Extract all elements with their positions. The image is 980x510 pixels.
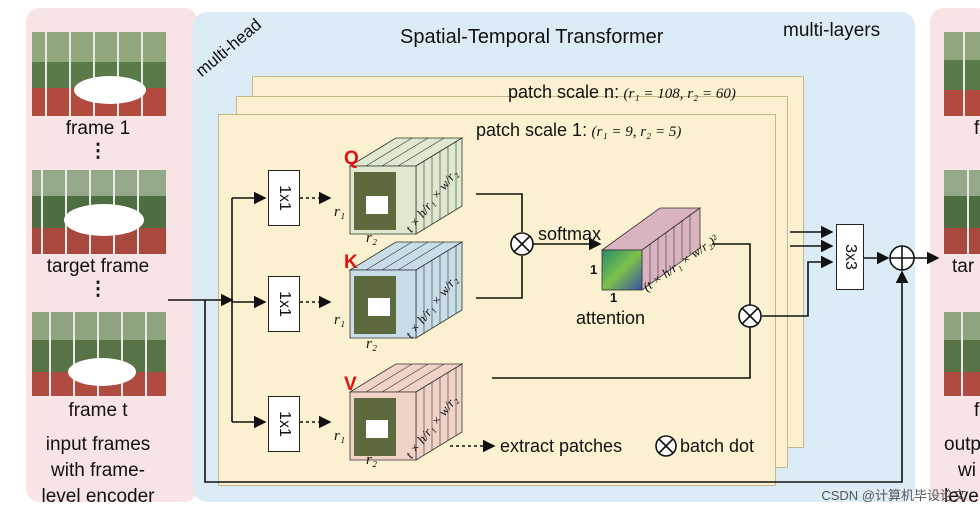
conv-1x1-k: 1x1 <box>268 276 300 332</box>
v-r2-label: r₂ <box>366 452 378 468</box>
input-caption: input frames with frame- level encoder <box>30 432 166 510</box>
conv-1x1-v: 1x1 <box>268 396 300 452</box>
conv-1x1-q-label: 1x1 <box>276 185 293 211</box>
output-caption-line-1: outp <box>944 434 980 455</box>
q-patch-stack <box>348 137 464 235</box>
output-frame-1-label: f <box>974 118 980 139</box>
residual-skip-line <box>204 270 909 483</box>
input-caption-line-3: level encoder <box>41 486 155 507</box>
output-frame-t-label: f <box>974 400 980 421</box>
frame-t-image <box>32 312 166 396</box>
dot-to-conv3-arrow <box>762 255 834 317</box>
patch-scale-n-params: (r₁ = 108, r₂ = 60) <box>623 86 736 102</box>
patch-scale-1-card <box>218 114 776 486</box>
k-r2-label: r₂ <box>366 336 378 352</box>
k-r1-label: r₁ <box>334 312 346 328</box>
attention-stack <box>600 207 702 291</box>
conv-1x1-v-label: 1x1 <box>276 411 293 437</box>
transformer-title: Spatial-Temporal Transformer <box>400 26 664 48</box>
input-caption-line-1: input frames <box>45 434 151 455</box>
v-patch-stack <box>348 363 464 461</box>
k-to-dot-line <box>476 256 523 299</box>
patch-scale-1-params: (r₁ = 9, r₂ = 5) <box>591 124 682 140</box>
frame-1-image <box>32 32 166 116</box>
output-target-frame-label: tar <box>952 256 975 277</box>
frame-1-label: frame 1 <box>65 118 131 139</box>
attention-one-left: 1 <box>590 262 598 277</box>
q-r1-label: r₁ <box>334 204 346 220</box>
target-frame-label: target frame <box>46 256 150 277</box>
output-frame-t-image <box>944 312 980 396</box>
legend-batch-label: batch dot <box>680 436 755 456</box>
k-label: K <box>344 252 358 273</box>
output-frame-1-image <box>944 32 980 116</box>
attention-to-dot-line <box>712 243 751 305</box>
patch-scale-1-title: patch scale 1: <box>476 120 588 140</box>
patch-scale-n-label: patch scale n: (r₁ = 108, r₂ = 60) <box>508 82 736 103</box>
output-target-frame-image <box>944 170 980 254</box>
k-patch-stack <box>348 241 464 339</box>
frames-ellipsis-1: ⋮ <box>88 141 108 162</box>
conv-3x3: 3x3 <box>836 224 864 290</box>
conv-1x1-k-label: 1x1 <box>276 291 293 317</box>
patch-scale-n-title: patch scale n: <box>508 82 620 102</box>
q-to-dot-line <box>476 193 523 232</box>
multi-layers-label: multi-layers <box>783 20 881 41</box>
watermark: CSDN @计算机毕设论文 <box>821 488 966 503</box>
output-caption-line-3: leve <box>944 486 979 507</box>
attention-one-bottom: 1 <box>610 290 618 305</box>
v-to-dot-line <box>492 305 751 379</box>
q-label: Q <box>344 148 359 169</box>
v-r1-label: r₁ <box>334 428 346 444</box>
softmax-label: softmax <box>538 224 602 244</box>
attention-label: attention <box>576 308 646 328</box>
v-label: V <box>344 374 357 395</box>
conv-3x3-label: 3x3 <box>842 244 859 270</box>
input-caption-line-2: with frame- <box>51 460 145 481</box>
frame-t-label: frame t <box>68 400 128 421</box>
legend-extract-label: extract patches <box>500 436 623 456</box>
output-caption-line-2: wi <box>958 460 976 481</box>
patch-scale-1-label: patch scale 1: (r₁ = 9, r₂ = 5) <box>476 120 681 141</box>
conv-1x1-q: 1x1 <box>268 170 300 226</box>
output-caption: outp wi leve <box>944 432 980 510</box>
target-frame-image <box>32 170 166 254</box>
q-r2-label: r₂ <box>366 230 378 246</box>
frames-ellipsis-2: ⋮ <box>88 279 108 300</box>
